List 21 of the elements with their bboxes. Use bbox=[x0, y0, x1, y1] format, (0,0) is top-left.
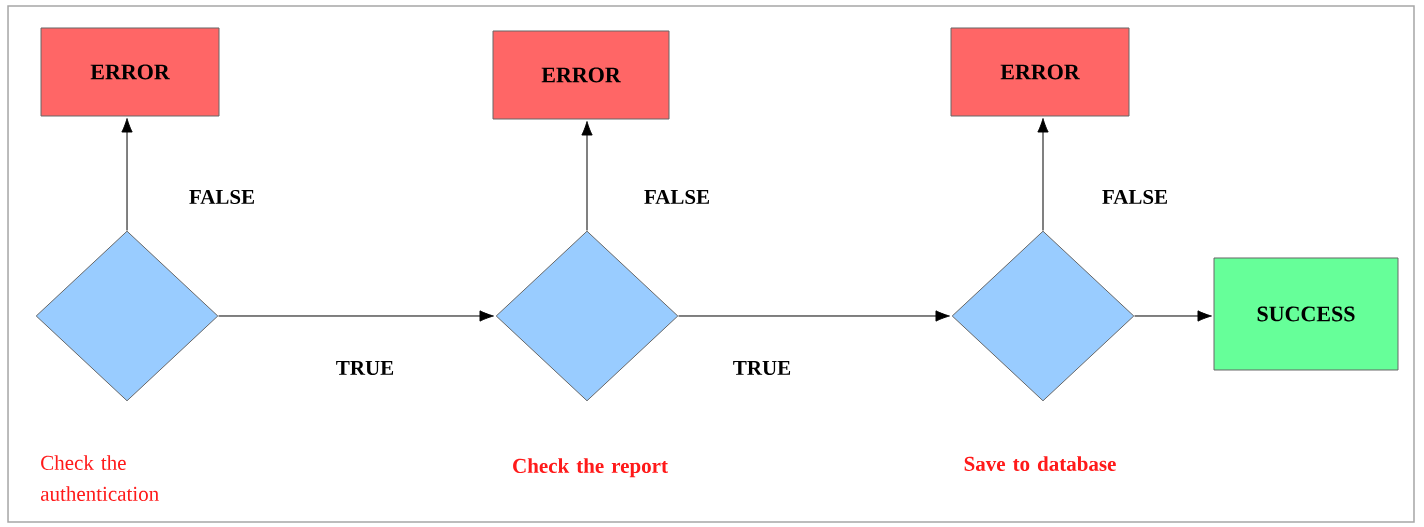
arrow bbox=[678, 310, 950, 322]
arrow bbox=[121, 118, 133, 231]
arrow bbox=[1037, 118, 1049, 231]
caption-text: Save to database bbox=[964, 456, 1116, 471]
caption-text: Check the report bbox=[513, 458, 668, 478]
decision-diamond bbox=[951, 230, 1135, 402]
arrow bbox=[581, 121, 593, 231]
caption-text: Check the authentication bbox=[40, 455, 159, 501]
status-box: ERROR bbox=[492, 30, 670, 120]
status-box: ERROR bbox=[950, 27, 1130, 117]
edge-label: TRUE bbox=[333, 359, 397, 377]
edge-label: TRUE bbox=[730, 359, 794, 377]
status-box: ERROR bbox=[40, 27, 220, 117]
status-box: SUCCESS bbox=[1213, 257, 1399, 371]
edge-label: FALSE bbox=[641, 187, 713, 207]
decision-diamond bbox=[495, 230, 679, 402]
edge-label: FALSE bbox=[186, 187, 258, 207]
decision-diamond bbox=[35, 230, 219, 402]
arrow bbox=[218, 310, 494, 322]
arrow bbox=[1134, 310, 1212, 322]
edge-label: FALSE bbox=[1099, 187, 1171, 207]
